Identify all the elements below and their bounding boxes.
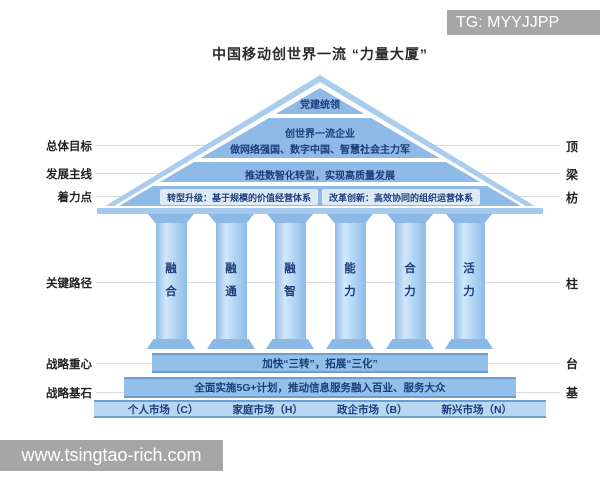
pillar-capital (387, 214, 433, 223)
pillar-char: 力 (344, 285, 356, 298)
market-item: 个人市场（C） (127, 403, 199, 416)
pillar-shaft: 融 通 (215, 223, 247, 339)
roof-party-leading-text: 党建统领 (300, 100, 340, 111)
market-item: 政企市场（B） (336, 403, 408, 416)
watermark-top-right: TG: MYYJJPP (447, 10, 600, 35)
pillar-capital (267, 214, 313, 223)
market-item: 新兴市场（N） (441, 403, 513, 416)
pillar-shaft: 融 智 (274, 223, 306, 339)
pillar-shaft: 融 合 (155, 223, 187, 339)
label-key-path: 关键路径 (46, 278, 92, 290)
watermark-bottom-left: www.tsingtao-rich.com (0, 440, 223, 471)
pillar-char: 活 (463, 263, 475, 275)
pillar-base (326, 339, 374, 349)
pillar-base (207, 339, 255, 349)
pillar-capital (148, 214, 194, 223)
label-platform: 台 (566, 357, 579, 371)
pillar-char: 力 (404, 285, 416, 298)
pillar-base (266, 339, 314, 349)
label-development-mainline: 发展主线 (46, 169, 92, 181)
roof-mainline-text: 推进数智化转型，实现高质量发展 (245, 171, 395, 182)
pillar-char: 融 (284, 263, 296, 275)
roof-goal-line1: 创世界一流企业 (285, 129, 355, 140)
focus-box-left: 转型升级：基于规模的价值经营体系 (160, 189, 318, 205)
pillar-nengli: 能 力 (326, 214, 374, 350)
pillar-rongtong: 融 通 (207, 214, 255, 350)
pillar-capital (208, 214, 254, 223)
label-strategic-cornerstone: 战略基石 (46, 388, 92, 400)
label-focus-point: 着力点 (57, 192, 93, 204)
focus-box-right: 改革创新：高效协同的组织运营体系 (322, 189, 480, 205)
pillar-base (445, 339, 493, 349)
pillar-char: 融 (225, 263, 237, 275)
pillar-char: 合 (165, 285, 177, 298)
label-pillar: 柱 (566, 277, 579, 291)
pillar-heli: 合 力 (386, 214, 434, 350)
pillar-char: 合 (404, 263, 416, 275)
pillar-base (386, 339, 434, 349)
pillar-rongzhi: 融 智 (266, 214, 314, 350)
label-overall-goal: 总体目标 (46, 141, 92, 153)
roof-architrave (97, 206, 543, 214)
pillar-char: 能 (344, 263, 356, 275)
market-item: 家庭市场（H） (232, 403, 304, 416)
platform-tier1: 加快“三转”，拓展“三化” (152, 353, 488, 373)
pillar-ronghe: 融 合 (147, 214, 195, 350)
label-beam: 梁 (566, 168, 579, 182)
pillar-char: 通 (225, 285, 237, 298)
pillar-shaft: 活 力 (453, 223, 485, 339)
connector-line-pillar (96, 282, 560, 283)
label-base: 基 (566, 386, 579, 400)
pillar-char: 力 (463, 285, 475, 298)
platform-tier2: 全面实施5G+计划，推动信息服务融入百业、服务大众 (124, 377, 516, 398)
label-strategic-center: 战略重心 (46, 359, 92, 371)
pillar-capital (327, 214, 373, 223)
page-title: 中国移动创世界一流 “力量大厦” (212, 46, 428, 62)
roof-separator (119, 114, 521, 118)
pillar-huoli: 活 力 (445, 214, 493, 350)
roof-content: 党建统领 创世界一流企业 做网络强国、数字中国、智慧社会主力军 推进数智化转型，… (119, 88, 521, 206)
roof-goal-line2: 做网络强国、数字中国、智慧社会主力军 (230, 145, 410, 156)
label-roof: 顶 (566, 140, 579, 154)
roof-separator (119, 158, 521, 162)
pillar-char: 智 (284, 285, 296, 298)
pillar-capital (446, 214, 492, 223)
label-fang: 枋 (566, 191, 579, 205)
pillar-char: 融 (165, 263, 177, 275)
roof-separator (119, 182, 521, 186)
pillar-base (147, 339, 195, 349)
pillar-shaft: 能 力 (334, 223, 366, 339)
pillar-shaft: 合 力 (394, 223, 426, 339)
platform-tier3-markets: 个人市场（C） 家庭市场（H） 政企市场（B） 新兴市场（N） (94, 400, 546, 418)
